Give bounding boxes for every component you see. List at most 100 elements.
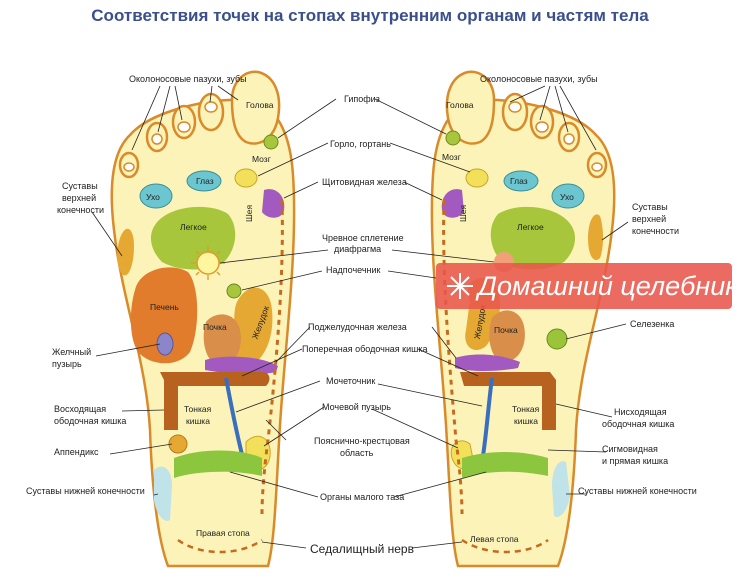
label-sinuses-right: Околоносовые пазухи, зубы bbox=[480, 74, 598, 84]
label-bladder: Мочевой пузырь bbox=[322, 402, 391, 412]
label-leg-joints-left: Суставы нижней конечности bbox=[26, 486, 145, 496]
label-ureter: Мочеточник bbox=[326, 376, 375, 386]
sinus-point bbox=[535, 121, 549, 133]
leg-joint-zone bbox=[154, 466, 172, 521]
zone-label-brain: Мозг bbox=[442, 152, 461, 162]
label-hypophysis: Гипофиз bbox=[344, 94, 380, 104]
label-sinuses-left: Околоносовые пазухи, зубы bbox=[129, 74, 247, 84]
label-appendix: Аппендикс bbox=[54, 447, 99, 457]
label-arm-joints-l3: конечности bbox=[57, 205, 104, 215]
label-thyroid: Щитовидная железа bbox=[322, 177, 407, 187]
label-pelvic-organs: Органы малого таза bbox=[320, 492, 404, 502]
arm-joint-zone bbox=[588, 214, 603, 260]
zone-label-kidney: Почка bbox=[203, 322, 227, 332]
kidney-zone bbox=[203, 314, 241, 366]
zone-label-lung: Легкое bbox=[180, 222, 207, 232]
sciatic-line bbox=[461, 538, 549, 554]
colon-zone bbox=[160, 372, 270, 430]
right-foot: Голова Мозг Глаз Ухо Легкое Шея Печень П… bbox=[110, 70, 296, 568]
left-big-toe bbox=[445, 70, 496, 145]
snowflake-icon bbox=[447, 273, 473, 299]
thyroid-zone bbox=[262, 189, 285, 218]
solar-plexus-icon bbox=[191, 246, 225, 280]
label-pancreas: Поджелудочная железа bbox=[308, 322, 407, 332]
right-big-toe bbox=[230, 70, 281, 145]
sciatic-line bbox=[177, 538, 263, 554]
zone-label-head: Голова bbox=[446, 100, 474, 110]
zone-label-brain: Мозг bbox=[252, 154, 271, 164]
spine-line bbox=[442, 199, 464, 515]
sinus-point bbox=[508, 101, 522, 113]
zone-label-liver: Печень bbox=[150, 302, 179, 312]
zone-label-ear: Ухо bbox=[146, 192, 160, 202]
gallbladder-zone bbox=[156, 332, 174, 356]
sinus-point bbox=[123, 162, 135, 172]
spine-line bbox=[260, 199, 284, 515]
arm-joint-zone bbox=[117, 228, 134, 276]
sinus-point bbox=[177, 121, 191, 133]
label-throat: Горло, гортань bbox=[330, 139, 391, 149]
labels: Околоносовые пазухи, зубы Околоносовые п… bbox=[26, 74, 697, 556]
label-gallbladder-2: пузырь bbox=[52, 359, 82, 369]
label-gallbladder-1: Желчный bbox=[52, 347, 91, 357]
label-sciatic: Седалищный нерв bbox=[310, 542, 414, 556]
zone-label-ear: Ухо bbox=[560, 192, 574, 202]
appendix-point bbox=[168, 434, 188, 454]
label-plexus-2: диафрагма bbox=[334, 244, 381, 254]
adrenal-point bbox=[226, 283, 242, 299]
zone-label-kidney: Почка bbox=[494, 325, 518, 335]
sinus-point bbox=[563, 133, 575, 145]
eye-zone bbox=[503, 170, 539, 192]
label-plexus-1: Чревное сплетение bbox=[322, 233, 404, 243]
stomach-zone bbox=[230, 287, 273, 368]
label-arm-joints-r1: Суставы bbox=[632, 202, 668, 212]
liver-zone bbox=[130, 267, 198, 364]
brain-zone bbox=[465, 168, 489, 188]
kidney-zone bbox=[489, 310, 525, 362]
pelvic-zone bbox=[462, 452, 548, 478]
leg-joint-zone bbox=[552, 461, 570, 517]
zone-label-neck: Шея bbox=[458, 204, 468, 222]
zone-label-small-intestine-2: кишка bbox=[514, 416, 538, 426]
watermark: Домашний целебник bbox=[436, 263, 739, 309]
label-sigmoid-1: Сигмовидная bbox=[602, 444, 658, 454]
watermark-text: Домашний целебник bbox=[475, 271, 739, 301]
zone-label-neck: Шея bbox=[244, 204, 254, 222]
zone-label-left-foot: Левая стопа bbox=[470, 534, 519, 544]
label-arm-joints-l1: Суставы bbox=[62, 181, 98, 191]
zone-label-eye: Глаз bbox=[196, 176, 214, 186]
label-ascending-1: Восходящая bbox=[54, 404, 106, 414]
label-arm-joints-l2: верхней bbox=[62, 193, 96, 203]
ear-zone bbox=[139, 183, 173, 209]
eye-zone bbox=[186, 170, 222, 192]
leader-lines bbox=[91, 85, 629, 549]
sinus-point bbox=[151, 133, 163, 145]
zone-label-eye: Глаз bbox=[510, 176, 528, 186]
label-spleen: Селезенка bbox=[630, 319, 674, 329]
sinus-point bbox=[204, 101, 218, 113]
label-arm-joints-r3: конечности bbox=[632, 226, 679, 236]
zone-label-small-intestine-1: Тонкая bbox=[512, 404, 540, 414]
label-adrenal: Надпочечник bbox=[326, 265, 381, 275]
label-descending-2: ободочная кишка bbox=[602, 419, 674, 429]
hypophysis-point bbox=[445, 130, 461, 146]
sinus-point bbox=[591, 162, 603, 172]
zone-label-lung: Легкое bbox=[517, 222, 544, 232]
label-sigmoid-2: и прямая кишка bbox=[602, 456, 668, 466]
label-lumbosacral-2: область bbox=[340, 448, 374, 458]
hypophysis-point bbox=[263, 134, 279, 150]
zone-label-head: Голова bbox=[246, 100, 274, 110]
label-arm-joints-r2: верхней bbox=[632, 214, 666, 224]
pelvic-zone bbox=[174, 450, 262, 478]
brain-zone bbox=[234, 168, 258, 188]
page-title: Соответствия точек на стопах внутренним … bbox=[91, 6, 649, 25]
zone-label-right-foot: Правая стопа bbox=[196, 528, 250, 538]
ear-zone bbox=[551, 183, 585, 209]
label-descending-1: Нисходящая bbox=[614, 407, 667, 417]
thyroid-zone bbox=[441, 189, 464, 218]
spleen-point bbox=[546, 328, 568, 350]
lung-zone bbox=[490, 206, 576, 270]
colon-zone bbox=[460, 372, 556, 430]
